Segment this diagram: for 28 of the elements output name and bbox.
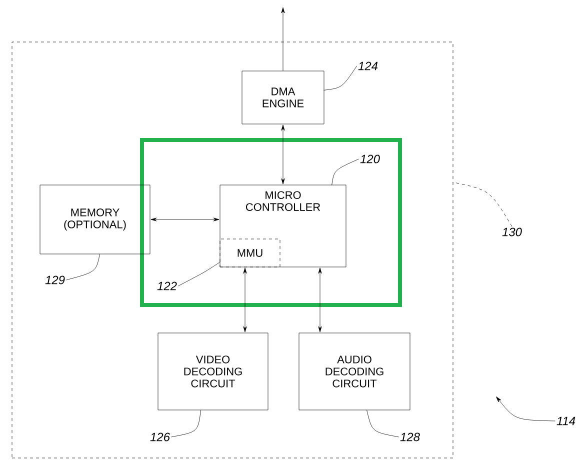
reference-numeral: 114 (556, 416, 576, 426)
leader-line (332, 158, 359, 186)
arrow (243, 268, 247, 332)
device-outline (12, 42, 454, 458)
reference-numeral: 128 (400, 432, 420, 442)
arrow (150, 218, 220, 222)
reference-numeral: 120 (360, 154, 380, 164)
dashed-region-box: MMU (220, 238, 280, 268)
leader-line (324, 66, 357, 90)
leader-arrow (496, 396, 556, 422)
reference-numeral: 124 (358, 62, 378, 70)
leader-line (178, 262, 220, 286)
leader-line (452, 182, 512, 227)
leader-line (171, 410, 201, 438)
leader-line (66, 254, 100, 280)
arrow (281, 124, 285, 184)
reference-numeral: 130 (502, 228, 522, 236)
reference-numeral: 129 (45, 276, 65, 284)
arrow (281, 7, 285, 71)
block-box: AUDIO DECODING CIRCUIT (298, 332, 410, 410)
block-box: MEMORY (OPTIONAL) (40, 184, 150, 254)
block-box: VIDEO DECODING CIRCUIT (158, 332, 268, 410)
arrow (318, 268, 322, 332)
reference-numeral: 122 (157, 282, 177, 290)
highlight-frame (140, 138, 402, 307)
leader-line (366, 410, 399, 438)
block-box: DMA ENGINE (242, 70, 324, 124)
reference-numeral: 126 (150, 432, 170, 442)
